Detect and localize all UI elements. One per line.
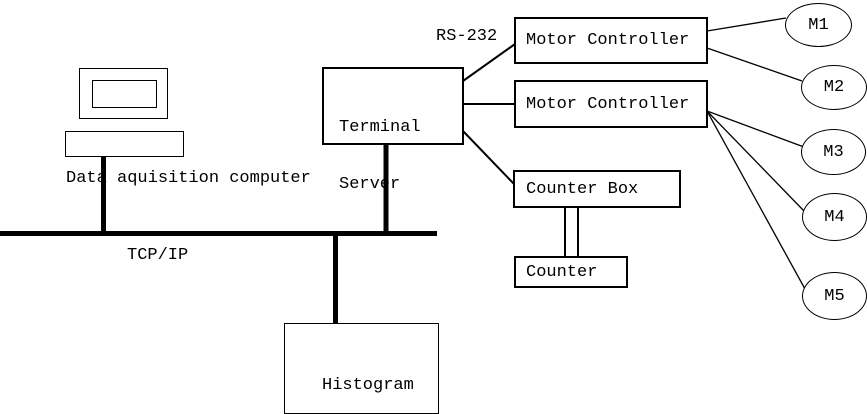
motor-m3-node: M3 xyxy=(801,129,866,175)
histogram-memory-node: Histogram Memory xyxy=(284,323,439,414)
motor-m5-label: M5 xyxy=(824,286,845,306)
terminal-to-counterbox-line xyxy=(462,130,515,185)
terminal-server-label-line2: Server xyxy=(339,175,401,194)
tcpip-bus-label: TCP/IP xyxy=(127,246,189,265)
motor-controller-1-node: Motor Controller xyxy=(514,17,708,64)
histogram-memory-label-line1: Histogram xyxy=(322,376,414,395)
terminal-server-label-line1: Terminal xyxy=(339,118,421,137)
terminal-server-node: Terminal Server xyxy=(322,67,464,194)
counter-label: Counter xyxy=(526,262,598,282)
mc2-to-m4-line xyxy=(706,110,805,212)
computer-screen-icon xyxy=(92,80,157,108)
motor-m1-node: M1 xyxy=(785,3,852,47)
motor-controller-2-node: Motor Controller xyxy=(514,80,708,128)
mc2-to-m5-line xyxy=(706,110,806,290)
motor-controller-2-label: Motor Controller xyxy=(526,94,690,114)
motor-controller-1-label: Motor Controller xyxy=(526,31,690,50)
counter-box-node: Counter Box xyxy=(513,170,681,208)
motor-m2-node: M2 xyxy=(801,65,867,110)
motor-m1-label: M1 xyxy=(808,15,829,35)
mc1-to-m2-line xyxy=(706,47,803,82)
rs232-link-label: RS-232 xyxy=(436,27,498,46)
counter-node: Counter xyxy=(514,256,628,288)
mc2-to-m3-line xyxy=(706,110,805,148)
counter-box-label: Counter Box xyxy=(526,179,639,199)
mc1-to-m1-line xyxy=(706,17,787,32)
terminal-to-motorcontroller1-line xyxy=(462,43,516,82)
computer-caption-label: Data aquisition computer xyxy=(66,169,311,188)
motor-m4-label: M4 xyxy=(824,207,845,227)
motor-m3-label: M3 xyxy=(823,142,844,162)
motor-m4-node: M4 xyxy=(802,193,867,241)
motor-m2-label: M2 xyxy=(823,78,845,97)
motor-m5-node: M5 xyxy=(802,272,867,320)
computer-keyboard-icon xyxy=(65,131,184,157)
